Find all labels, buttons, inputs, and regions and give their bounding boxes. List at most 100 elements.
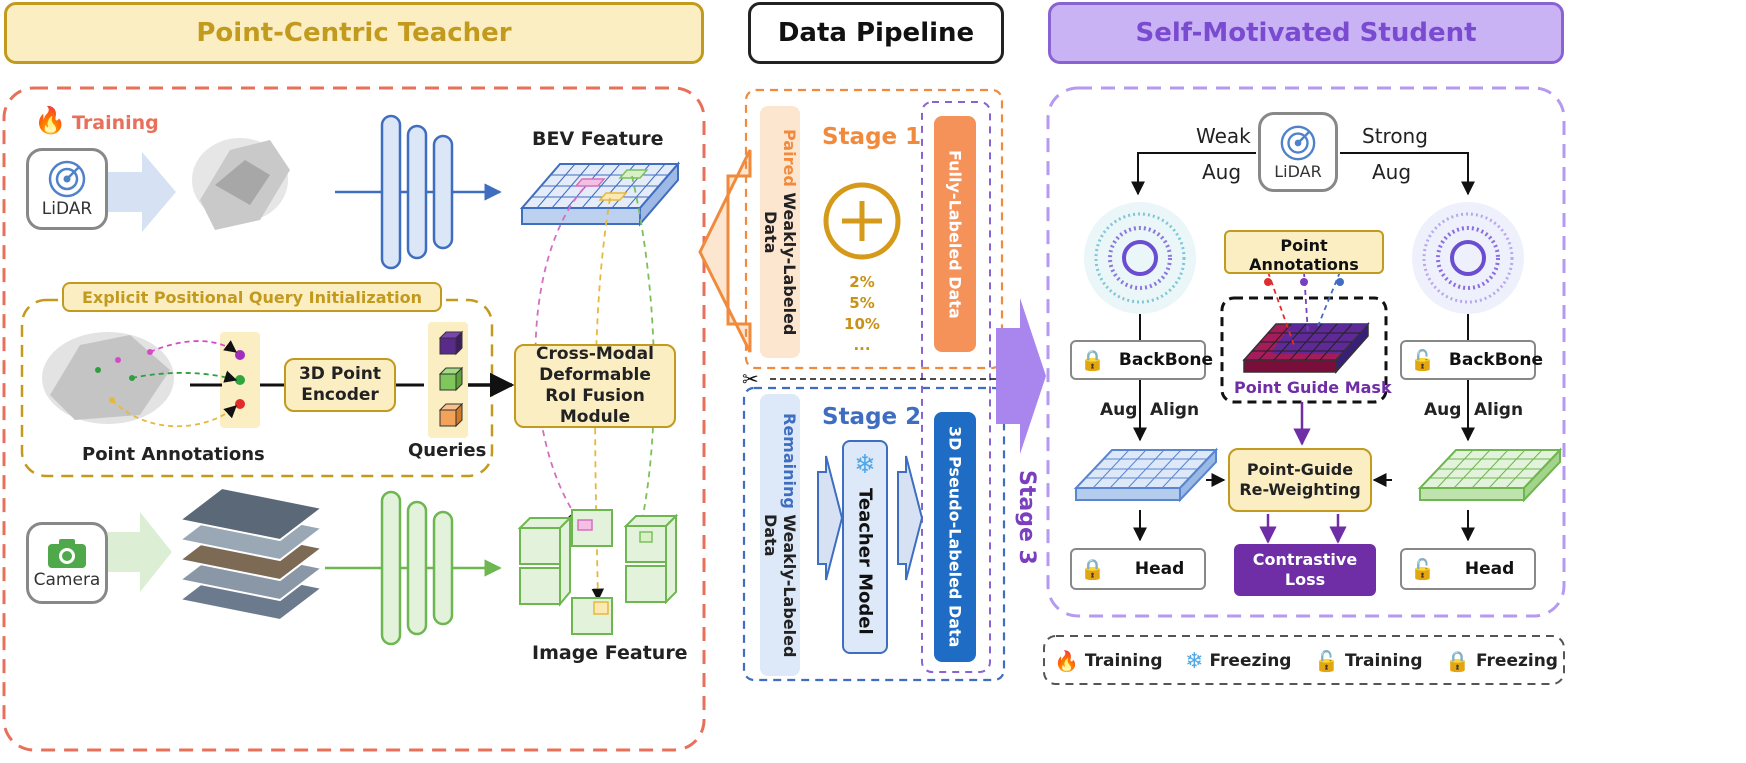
camera-sensor: Camera [26, 522, 108, 604]
annotation-dots [1264, 278, 1344, 286]
point-guide-mask-panel [1220, 296, 1388, 404]
teacher-panel [2, 86, 706, 752]
camera-layer-2 [406, 500, 428, 636]
student-feature-grid-left [1073, 447, 1219, 503]
lock-icon: 🔒 [1445, 649, 1471, 673]
pseudo-labeled-box: 3D Pseudo-Labeled Data [934, 412, 976, 662]
lidar-label: LiDAR [41, 199, 93, 219]
bev-feature-grid [519, 161, 681, 227]
query-cube-green [438, 366, 464, 392]
legend-label: Freezing [1209, 651, 1292, 671]
student-lidar-label: LiDAR [1274, 161, 1322, 181]
annotation-dot-blue [1336, 278, 1344, 286]
paired-data-box: Paired Weakly-Labeled Data [760, 106, 800, 358]
aug-left-label: Aug [1202, 160, 1242, 184]
stage1-label: Stage 1 [822, 124, 922, 150]
lidar-flow-arrow [108, 152, 176, 232]
teacher-header: Point-Centric Teacher [4, 2, 704, 64]
fire-icon: 🔥 [34, 106, 67, 136]
query-init-title: Explicit Positional Query Initialization [62, 282, 442, 312]
weak-label: Weak [1196, 124, 1251, 148]
fire-icon: 🔥 [1054, 649, 1079, 673]
legend: 🔥 Training ❄ Freezing 🔓 Training 🔒 Freez… [1054, 644, 1558, 678]
stage2-panel [742, 386, 1006, 682]
lock-icon: 🔒 [1080, 348, 1105, 372]
teacher-model-text: Teacher Model [854, 488, 876, 635]
paired-rest: Weakly-Labeled Data [761, 186, 799, 336]
point-encoder-label: 3D Point Encoder [298, 364, 382, 405]
head-right-box: 🔓 Head [1400, 548, 1536, 590]
annotation-point-cloud [42, 332, 174, 424]
stage2-label: Stage 2 [822, 404, 922, 430]
student-lidar-scan-right [1412, 202, 1524, 314]
bev-feature-label: BEV Feature [532, 128, 664, 150]
teacher-point-cloud [192, 138, 290, 230]
student-lidar-scan-left [1084, 202, 1196, 314]
fully-labeled-text: Fully-Labeled Data [945, 149, 965, 319]
point-encoder-box: 3D Point Encoder [284, 358, 396, 412]
radar-icon [48, 160, 86, 198]
pipeline-header-text: Data Pipeline [777, 18, 975, 48]
pipeline-to-teacher-arrow [698, 149, 752, 353]
student-header-text: Self-Motivated Student [1135, 18, 1477, 48]
aug-align-right-2: Align [1474, 400, 1524, 420]
remaining-prefix: Remaining [780, 412, 799, 509]
percent-item: 2% [849, 273, 875, 291]
camera-layer-1 [380, 490, 402, 646]
percent-item: ... [853, 336, 871, 354]
point-guide-mask-grid [1242, 322, 1370, 374]
percent-list: 2% 5% 10% ... [836, 272, 888, 356]
paired-data-text: Paired Weakly-Labeled Data [761, 106, 799, 358]
annotation-dot-purple [1300, 278, 1308, 286]
annotation-point-purple [235, 350, 245, 360]
percent-item: 5% [849, 294, 875, 312]
labeled-data-panel [921, 101, 991, 673]
lidar-layer-1 [380, 114, 402, 270]
snowflake-icon: ❄ [854, 450, 876, 480]
fusion-module-label: Cross-Modal Deformable RoI Fusion Module [536, 344, 654, 427]
scissors-icon: ✂ [742, 367, 759, 391]
legend-item-lock: 🔒 Freezing [1445, 649, 1558, 673]
remaining-rest: Weakly-Labeled Data [761, 508, 799, 658]
legend-label: Freezing [1476, 651, 1558, 671]
head-left-box: 🔒 Head [1070, 548, 1206, 590]
camera-label: Camera [33, 570, 101, 590]
reweighting-label: Point-Guide Re-Weighting [1239, 460, 1361, 499]
reweighting-box: Point-Guide Re-Weighting [1228, 448, 1372, 512]
strong-label: Strong [1362, 124, 1428, 148]
teacher-header-text: Point-Centric Teacher [196, 18, 512, 48]
image-feature-label: Image Feature [532, 642, 688, 664]
lock-open-icon: 🔓 [1410, 557, 1435, 581]
backbone-left-box: 🔒 BackBone [1070, 340, 1213, 380]
legend-label: Training [1084, 651, 1163, 671]
point-guide-mask-label: Point Guide Mask [1234, 378, 1392, 397]
annotation-point-green [235, 375, 245, 385]
queries-label: Queries [408, 440, 487, 461]
legend-item-snowflake: ❄ Freezing [1185, 649, 1291, 674]
annotation-dot-red [1264, 278, 1272, 286]
lock-open-icon: 🔓 [1410, 348, 1435, 372]
head-right-label: Head [1464, 559, 1515, 579]
stage1-panel [744, 88, 1004, 370]
query-init-text: Explicit Positional Query Initialization [81, 287, 423, 307]
teacher-model-box: ❄ Teacher Model [842, 440, 888, 654]
pipeline-header: Data Pipeline [748, 2, 1004, 64]
stage2-arrow-1 [817, 455, 844, 581]
pseudo-labeled-text: 3D Pseudo-Labeled Data [945, 426, 965, 648]
legend-item-fire: 🔥 Training [1054, 649, 1163, 673]
camera-icon [48, 539, 86, 568]
student-panel [1046, 86, 1566, 618]
aug-right-label: Aug [1372, 160, 1412, 184]
legend-label: Training [1344, 651, 1423, 671]
student-feature-grid-right [1417, 447, 1563, 503]
aug-align-left-2: Align [1150, 400, 1200, 420]
lock-open-icon: 🔓 [1314, 649, 1339, 673]
remaining-data-box: Remaining Weakly-Labeled Data [760, 394, 800, 676]
student-point-annotations-label: Point Annotations [1249, 236, 1359, 274]
stage3-label: Stage 3 [1014, 470, 1039, 569]
student-header: Self-Motivated Student [1048, 2, 1564, 64]
legend-panel [1043, 635, 1565, 685]
backbone-right-label: BackBone [1448, 350, 1543, 370]
camera-image-stack [177, 486, 325, 622]
